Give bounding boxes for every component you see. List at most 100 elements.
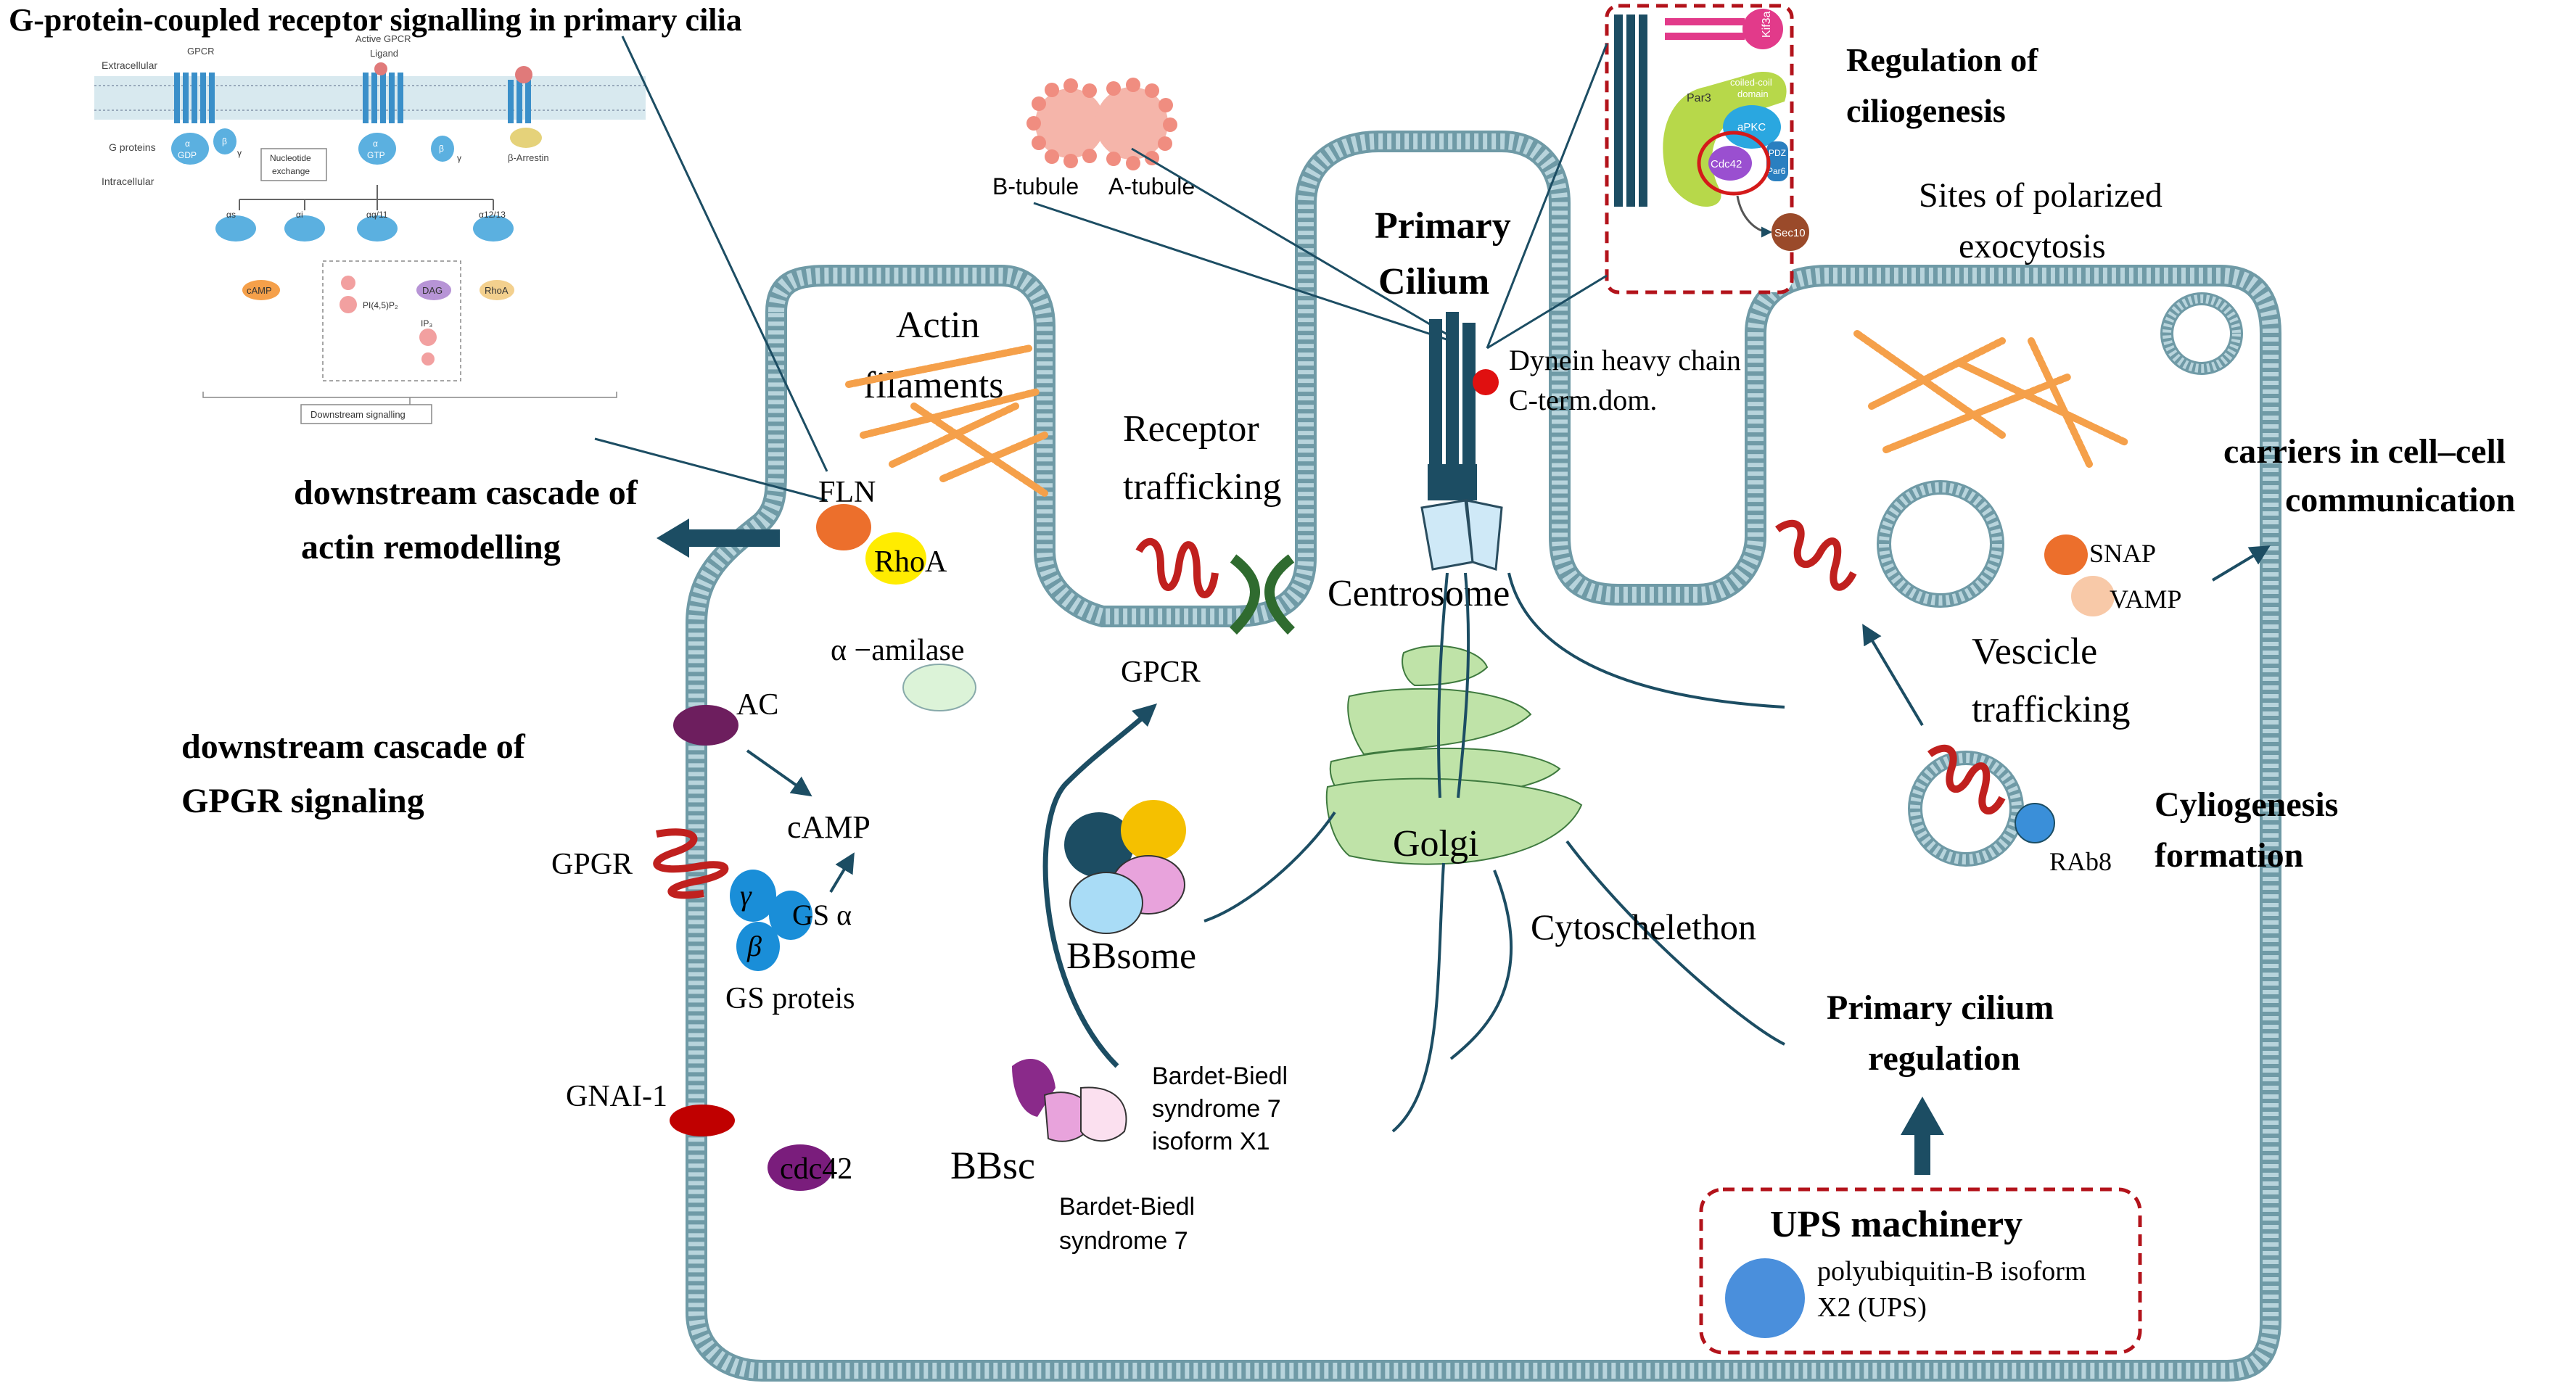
dynein-dot	[1473, 369, 1499, 395]
apkc-label: aPKC	[1737, 121, 1766, 133]
cytoskeleton-lines	[1203, 572, 1785, 1133]
rab8-blob	[2015, 803, 2055, 843]
par6-label: Par6	[1767, 166, 1786, 176]
inset-nucleotide-2: exchange	[272, 166, 310, 176]
bbsome-arrow-head	[1132, 703, 1157, 727]
inset-extracellular: Extracellular	[102, 59, 157, 71]
rhoa-label: RhoA	[874, 545, 947, 579]
golgi-stack	[1325, 645, 1583, 865]
fln-blob	[816, 504, 871, 550]
carriers-label-1: carriers in cell–cell	[2223, 432, 2506, 471]
inset-camp: cAMP	[247, 285, 272, 296]
vesicle-receptor-icon	[1775, 519, 1857, 591]
vesicle-label-2: trafficking	[1972, 689, 2131, 730]
primary-cilium-label-1: Primary	[1375, 205, 1511, 247]
actin-cascade-label-1: downstream cascade of	[294, 474, 638, 512]
beta-label: β	[746, 930, 762, 962]
centrosome-cylinders	[1420, 499, 1503, 571]
actin-label-2: filaments	[863, 365, 1004, 406]
receptor-label-1: Receptor	[1123, 408, 1259, 450]
polyub-label-2: X2 (UPS)	[1817, 1292, 1927, 1323]
bbsome-curve	[1042, 712, 1148, 1068]
pdz-label: PDZ	[1769, 148, 1786, 158]
inset-gamma-2: γ	[457, 153, 461, 163]
gnai-blob	[670, 1105, 735, 1136]
ac-blob	[673, 705, 738, 746]
regulation-leader-1	[1486, 43, 1608, 349]
gpcr-cell-label: GPCR	[1121, 656, 1201, 689]
title-leader-line	[621, 36, 828, 472]
bbs7-label-2: syndrome 7	[1059, 1227, 1188, 1255]
gpcr-receptor-icon	[1135, 537, 1219, 598]
bbsome-complex	[1064, 800, 1186, 934]
gpgr-cascade-label-2: GPGR signaling	[181, 782, 424, 820]
dynein-label-1: Dynein heavy chain	[1509, 344, 1741, 376]
inset-alpha-q: αq/11	[366, 210, 388, 220]
centrosome-label: Centrosome	[1328, 573, 1510, 614]
rab8-vesicle	[1908, 751, 2024, 867]
ac-camp-arrow	[746, 749, 812, 797]
inset-alpha-2: α	[373, 139, 378, 149]
ciliogenesis-inset: Kif3a Par3 coiled-coil domain aPKC PDZ P…	[1605, 4, 1809, 294]
gnai-label: GNAI-1	[566, 1080, 667, 1113]
actin-filaments-left	[845, 344, 1048, 497]
carriers-label-2: communication	[2285, 481, 2515, 519]
inset-g-proteins: G proteins	[109, 141, 156, 153]
inset-downstream: Downstream signalling	[310, 409, 406, 420]
bbsc-complex	[1012, 1059, 1127, 1142]
bbs7x1-label-3: isoform X1	[1152, 1128, 1270, 1155]
actin-filaments-right	[1853, 330, 2129, 468]
vesicle-middle	[1877, 480, 2004, 608]
rab8-label: RAb8	[2049, 847, 2112, 876]
amilase-blob	[902, 664, 976, 711]
sites-label-2: exocytosis	[1959, 227, 2106, 265]
ups-box	[1699, 1187, 2142, 1355]
snap-label: SNAP	[2089, 539, 2156, 568]
vesicle-arrow	[1862, 624, 1924, 727]
inset-ip3: IP₃	[421, 318, 432, 329]
regulation-leader-2	[1486, 274, 1608, 350]
carriers-arrow	[2211, 545, 2271, 582]
channel-icon	[1230, 554, 1295, 635]
inset-dag: DAG	[422, 285, 443, 296]
b-tubule-label: B-tubule	[992, 173, 1079, 199]
page-title: G-protein-coupled receptor signalling in…	[9, 2, 742, 38]
beta-blob	[736, 922, 780, 971]
cylio-label-2: formation	[2155, 836, 2303, 875]
cytoskeleton-label: Cytoschelethon	[1531, 907, 1756, 947]
amilase-label: α −amilase	[831, 634, 964, 667]
gpgr-label: GPGR	[551, 848, 633, 881]
bbs7x1-label-2: syndrome 7	[1152, 1095, 1281, 1123]
bbs7-label-1: Bardet-Biedl	[1059, 1193, 1195, 1221]
inset-active-gpcr: Active GPCR	[355, 33, 411, 44]
bbs7x1-label-1: Bardet-Biedl	[1152, 1062, 1288, 1090]
inset-beta-2: β	[439, 144, 444, 154]
cylio-label-1: Cyliogenesis	[2155, 785, 2338, 824]
b-tubule-leader	[1033, 202, 1452, 342]
golgi-label: Golgi	[1393, 823, 1478, 864]
inset-alpha-1: α	[185, 139, 190, 149]
inset-gtp: GTP	[367, 150, 385, 160]
coiled-coil-label-2: domain	[1737, 88, 1769, 99]
vamp-blob	[2071, 576, 2115, 616]
snap-blob	[2044, 534, 2088, 575]
fln-label: FLN	[818, 476, 876, 509]
inset-beta-arrestin: β-Arrestin	[508, 152, 549, 163]
pc-regulation-label-2: regulation	[1868, 1039, 2020, 1078]
inset-gdp: GDP	[178, 150, 197, 160]
inset-gamma-1: γ	[237, 148, 242, 158]
regulation-label-1: Regulation of	[1846, 41, 2038, 78]
gs-alpha-blob	[769, 891, 812, 940]
camp-label: cAMP	[787, 809, 871, 845]
inset-nucleotide-1: Nucleotide	[270, 153, 311, 163]
inset-receptors	[174, 73, 531, 123]
actin-cascade-arrow-head	[657, 519, 689, 558]
gpgr-receptor-icon	[653, 828, 729, 899]
cilium-axoneme	[1428, 312, 1477, 500]
gamma-blob	[730, 870, 776, 922]
gpcr-inset: Extracellular Intracellular G proteins G…	[94, 33, 646, 424]
polyub-blob	[1725, 1258, 1805, 1338]
inset-intracellular: Intracellular	[102, 176, 155, 187]
regulation-label-2: ciliogenesis	[1846, 92, 2006, 129]
